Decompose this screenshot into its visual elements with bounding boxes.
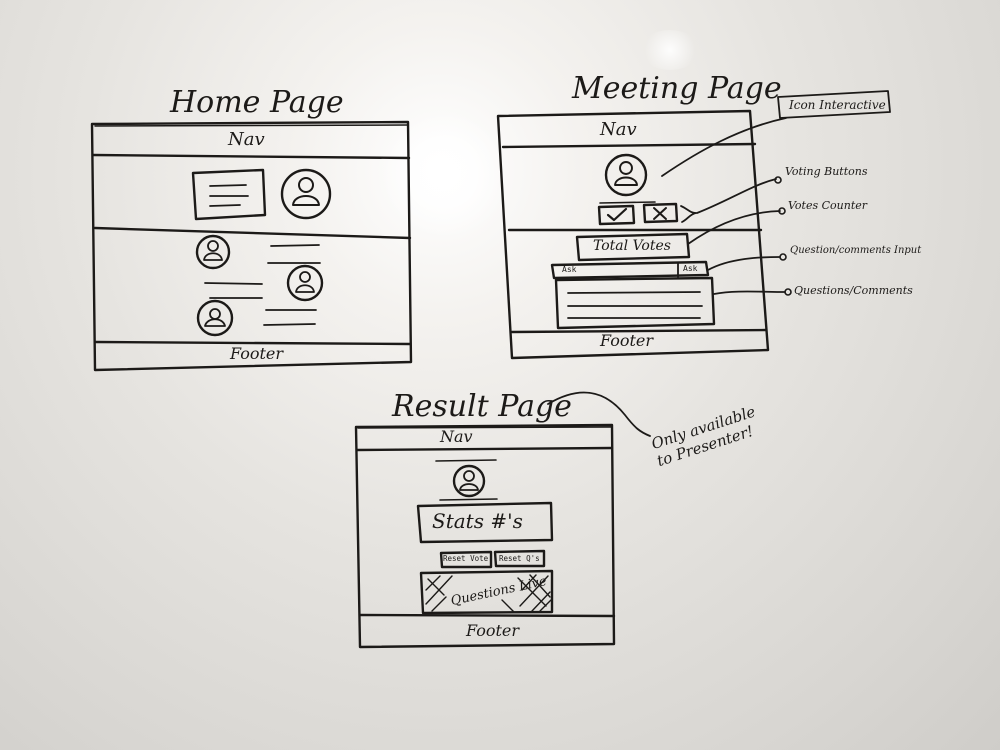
reset-questions-button[interactable] — [493, 549, 546, 568]
result-footer-label: Footer — [466, 621, 520, 640]
ask-input-label: Ask — [562, 265, 577, 274]
result-nav-label: Nav — [440, 427, 473, 446]
home-avatar-large-icon — [280, 168, 332, 220]
home-footer-divider — [94, 340, 412, 346]
meeting-nav-label: Nav — [600, 119, 637, 140]
annotation-questions-comments: Questions/Comments — [794, 284, 913, 297]
meeting-page-frame — [496, 109, 770, 360]
stats-box — [416, 501, 554, 544]
home-list-text-3 — [263, 309, 317, 326]
reset-votes-button[interactable] — [439, 550, 493, 569]
vote-yes-button[interactable] — [597, 204, 636, 226]
callout-votes-counter — [687, 210, 781, 245]
meeting-nav-divider — [501, 142, 757, 149]
reset-votes-label[interactable]: Reset Vote — [443, 554, 489, 563]
home-list-text-2 — [204, 282, 263, 299]
result-page-frame — [354, 423, 616, 649]
ask-button-label[interactable]: Ask — [683, 264, 698, 273]
home-page-frame — [90, 120, 413, 372]
callout-voting-buttons — [696, 178, 777, 214]
result-nav-divider — [355, 446, 614, 452]
annotation-icon-interactive: Icon Interactive — [789, 98, 886, 112]
result-page-wireframe — [354, 391, 651, 649]
stats-label: Stats #'s — [432, 509, 523, 533]
callout-questions-list — [713, 290, 786, 295]
home-nav-divider — [91, 153, 411, 160]
meeting-presenter-avatar-icon — [604, 153, 648, 197]
total-votes-box — [575, 232, 691, 262]
home-list-avatar-2-icon — [286, 264, 324, 302]
result-presenter-avatar-icon — [452, 464, 486, 498]
whiteboard-glare-small — [640, 30, 700, 70]
annotation-question-input: Question/comments Input — [790, 245, 922, 256]
meeting-footer-divider — [510, 328, 768, 334]
callout-icon-interactive — [661, 117, 787, 177]
annotation-votes-counter: Votes Counter — [788, 199, 868, 212]
callout-question-input — [707, 256, 781, 271]
ask-input-field[interactable] — [550, 260, 710, 280]
questions-live-hatching — [425, 574, 552, 613]
meeting-page-wireframe — [496, 90, 891, 360]
home-text-card — [191, 168, 267, 221]
home-footer-label: Footer — [230, 344, 284, 363]
questions-live-box — [419, 569, 554, 615]
home-list-avatar-3-icon — [196, 299, 234, 337]
reset-questions-label[interactable]: Reset Q's — [499, 554, 540, 563]
result-footer-divider — [358, 613, 616, 618]
home-hero-divider — [93, 226, 412, 240]
total-votes-label: Total Votes — [593, 238, 671, 254]
questions-list-box — [554, 276, 716, 330]
meeting-footer-label: Footer — [600, 331, 654, 350]
callout-presenter-only — [547, 391, 651, 437]
check-icon — [606, 207, 628, 222]
home-page-title: Home Page — [170, 85, 344, 120]
result-page-title: Result Page — [392, 389, 572, 424]
home-list-avatar-1-icon — [195, 234, 231, 270]
home-list-text-1 — [267, 244, 321, 264]
annotation-voting-buttons: Voting Buttons — [785, 165, 868, 178]
icon-interactive-callout-box — [777, 90, 891, 119]
vote-no-button[interactable] — [642, 202, 679, 224]
x-icon — [653, 207, 667, 220]
home-page-wireframe — [90, 120, 413, 372]
meeting-page-title: Meeting Page — [572, 71, 782, 106]
home-nav-label: Nav — [228, 129, 265, 150]
